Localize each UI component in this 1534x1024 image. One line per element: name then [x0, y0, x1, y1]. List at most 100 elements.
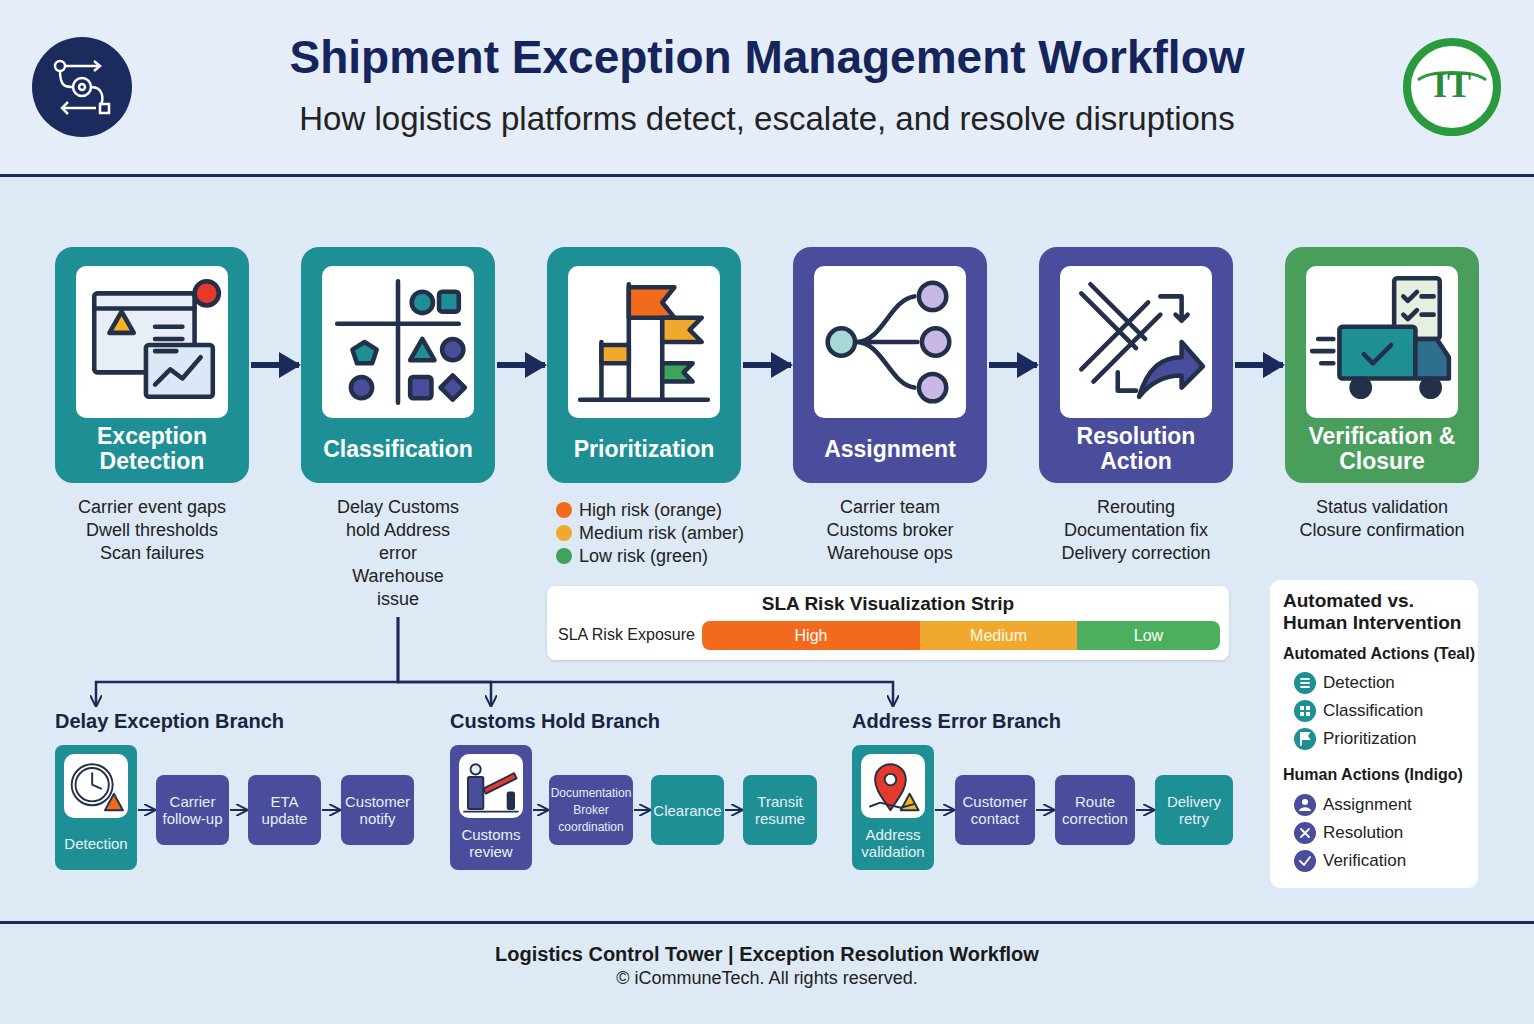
branch-step-box: Route correction — [1055, 775, 1135, 845]
icon-tile — [459, 754, 523, 818]
legend-text: Classification — [1323, 701, 1423, 721]
legend-text: Verification — [1323, 851, 1406, 871]
step-card: Customer notify — [341, 775, 414, 845]
legend-swatch — [556, 525, 572, 541]
branch-step-box: Clearance — [651, 775, 724, 845]
step-label: Customer notify — [343, 793, 412, 827]
branch-step-box: Transit resume — [743, 775, 817, 845]
branch-connector — [96, 617, 398, 706]
card-label-area: Address validation — [854, 819, 932, 867]
legend-swatch — [556, 502, 572, 518]
subtitle: How logistics platforms detect, escalate… — [267, 100, 1267, 138]
icon-tile — [76, 266, 228, 418]
risk-segment: Low — [1077, 621, 1220, 650]
risk-segment: Medium — [920, 621, 1077, 650]
legend-item: Resolution — [1293, 822, 1403, 844]
stage-card: Verification & Closure — [1285, 247, 1479, 483]
heading-area: Verification & Closure — [1291, 419, 1473, 479]
heading-area: Exception Detection — [61, 419, 243, 479]
stage-details: Carrier team Customs broker Warehouse op… — [815, 496, 965, 565]
stage-box: AssignmentCarrier team Customs broker Wa… — [793, 247, 987, 565]
flow-arrow — [1235, 362, 1283, 368]
icon-tile — [322, 266, 474, 418]
heading-area: Classification — [307, 419, 489, 479]
stage-card: Classification — [301, 247, 495, 483]
customs-icon — [459, 754, 523, 818]
risk-level: Medium — [970, 627, 1027, 645]
legend-icon — [1293, 671, 1317, 695]
step-card: Customer contact — [955, 775, 1035, 845]
icon-tile — [1306, 266, 1458, 418]
stage-box: Prioritization — [547, 247, 741, 483]
step-card: Transit resume — [743, 775, 817, 845]
branch-connector — [398, 617, 893, 706]
resolve-icon — [1060, 266, 1212, 418]
stage-card: Resolution Action — [1039, 247, 1233, 483]
header-band — [0, 0, 1534, 175]
header-rule — [0, 174, 1534, 177]
step-card: ETA update — [248, 775, 321, 845]
clock-icon — [64, 754, 128, 818]
footer-rule — [0, 921, 1534, 924]
stage-title: Assignment — [824, 437, 956, 462]
classify-icon — [322, 266, 474, 418]
icon-tile — [568, 266, 720, 418]
stage-title: Exception Detection — [61, 424, 243, 474]
flow-arrow — [935, 809, 954, 811]
legend-item: High risk (orange) — [556, 499, 722, 521]
branch-heading: Customs Hold Branch — [450, 710, 660, 733]
stage-details: Status validation Closure confirmation — [1295, 496, 1470, 542]
legend-icon — [1293, 821, 1317, 845]
strip-label: SLA Risk Exposure — [558, 626, 695, 644]
flow-arrow — [138, 809, 155, 811]
risk-level: High — [795, 627, 828, 645]
flow-arrow — [743, 362, 791, 368]
risk-level: Low — [1134, 627, 1163, 645]
step-label: Customer contact — [957, 793, 1033, 827]
step-card: Route correction — [1055, 775, 1135, 845]
legend-group: Automated Actions (Teal) — [1283, 645, 1475, 663]
flow-arrow — [322, 809, 340, 811]
legend-item: Detection — [1293, 672, 1395, 694]
icon-tile — [64, 754, 128, 818]
legend-panel — [1270, 580, 1478, 888]
sla-strip: High Medium Low SLA Risk Visualization Stri… — [547, 586, 1229, 660]
heading-area: Assignment — [799, 419, 981, 479]
legend-text: Detection — [1323, 673, 1395, 693]
flow-arrow — [634, 809, 650, 811]
workflow-logo — [32, 37, 132, 137]
risk-segment: High — [702, 621, 920, 650]
flow-arrow — [533, 809, 548, 811]
branch-card: Customs review — [450, 745, 532, 870]
detect-icon — [76, 266, 228, 418]
strip-title: SLA Risk Visualization Strip — [547, 593, 1229, 615]
legend-text: High risk (orange) — [579, 500, 722, 521]
flow-arrow — [1036, 809, 1054, 811]
icon-tile — [1060, 266, 1212, 418]
branch-heading: Address Error Branch — [852, 710, 1061, 733]
branch-connector — [398, 617, 491, 706]
step-card: Clearance — [651, 775, 724, 845]
caption: Logistics Control Tower | Exception Reso… — [267, 943, 1267, 966]
stage-card: Assignment — [793, 247, 987, 483]
legend-text: Assignment — [1323, 795, 1412, 815]
legend-text: Low risk (green) — [579, 546, 708, 567]
branch-step-box: Documentation Broker coordination — [549, 775, 633, 845]
legend-item: Verification — [1293, 850, 1406, 872]
branch-card: Detection — [55, 745, 137, 870]
card-label-area: Detection — [57, 819, 135, 867]
assign-icon — [814, 266, 966, 418]
branch-heading: Delay Exception Branch — [55, 710, 284, 733]
icon-tile — [814, 266, 966, 418]
legend-item: Medium risk (amber) — [556, 522, 744, 544]
branch-step: Address validation — [854, 826, 932, 860]
stage-title: Prioritization — [574, 437, 715, 462]
branch-step-box: ETA update — [248, 775, 321, 845]
stage-box: Verification & ClosureStatus validation … — [1285, 247, 1479, 542]
icon-tile — [861, 754, 925, 818]
step-label: Route correction — [1057, 793, 1133, 827]
step-label: Transit resume — [745, 793, 815, 827]
legend-swatch — [556, 548, 572, 564]
legend-item: Low risk (green) — [556, 545, 708, 567]
stage-box: ClassificationDelay Customs hold Address… — [301, 247, 495, 611]
